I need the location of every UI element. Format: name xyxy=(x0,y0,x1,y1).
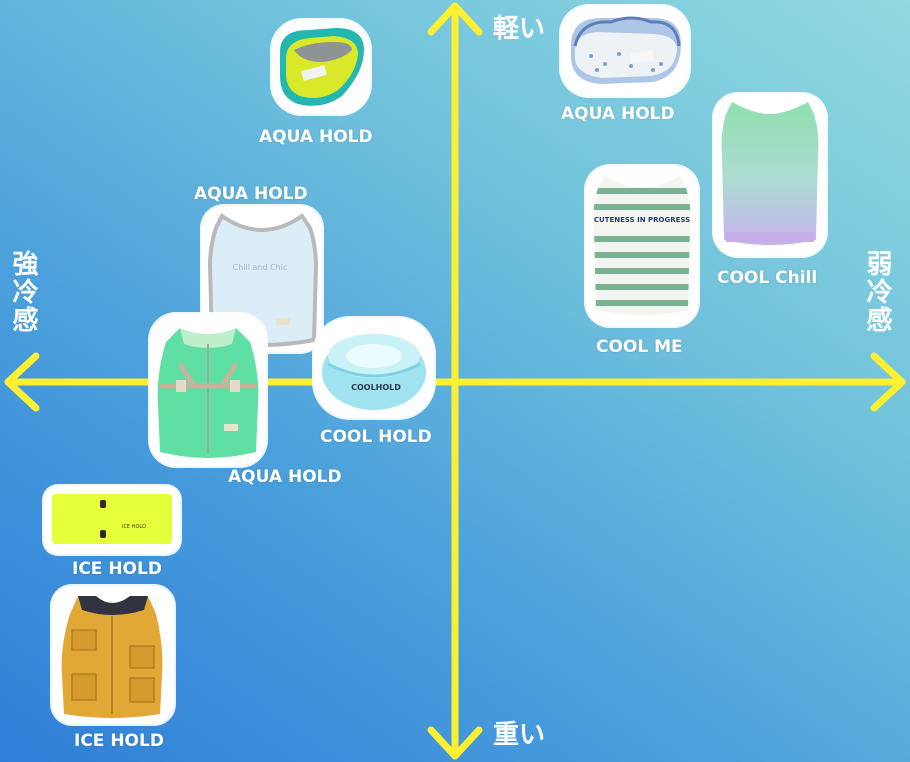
product-label: ICE HOLD xyxy=(72,559,162,579)
axis-label-heavy: 重い xyxy=(493,720,546,750)
striped-print-text: CUTENESS IN PROGRESS xyxy=(594,216,690,224)
product-label: ICE HOLD xyxy=(74,731,164,751)
product-label: COOL ME xyxy=(596,337,683,357)
product-image-tank-gradient xyxy=(714,94,826,256)
left-arrowhead xyxy=(4,352,40,412)
band-print-text: ICE HOLD xyxy=(122,524,146,530)
product-label: AQUA HOLD xyxy=(561,104,675,124)
product-image-tank-striped: CUTENESS IN PROGRESS xyxy=(586,166,698,326)
axis-label-strong-cooling: 強冷感 xyxy=(8,250,38,334)
product-label: AQUA HOLD xyxy=(259,127,373,147)
product-image-neck-scrunchie-blue xyxy=(561,6,689,96)
bottom-arrowhead xyxy=(427,726,483,760)
right-arrowhead xyxy=(870,352,906,412)
axis-label-weak-cooling: 弱冷感 xyxy=(862,250,892,334)
top-arrowhead xyxy=(427,2,483,36)
product-label: COOL Chill xyxy=(717,268,818,288)
product-image-tank-light-blue: Chill and Chic xyxy=(202,206,322,352)
bowl-print-text: COOLHOLD xyxy=(351,383,401,392)
product-image-neck-cooler-yellow xyxy=(272,20,370,114)
product-image-harness-vest xyxy=(150,314,266,466)
product-image-vest-mustard xyxy=(52,586,174,724)
axis-label-light: 軽い xyxy=(493,14,546,44)
tank-print-text: Chill and Chic xyxy=(233,263,288,272)
product-image-cooling-bowl: COOLHOLD xyxy=(314,318,434,418)
product-label: AQUA HOLD xyxy=(194,184,308,204)
product-image-neck-band: ICE HOLD xyxy=(44,486,180,554)
product-label: AQUA HOLD xyxy=(228,467,342,487)
product-label: COOL HOLD xyxy=(320,427,432,447)
